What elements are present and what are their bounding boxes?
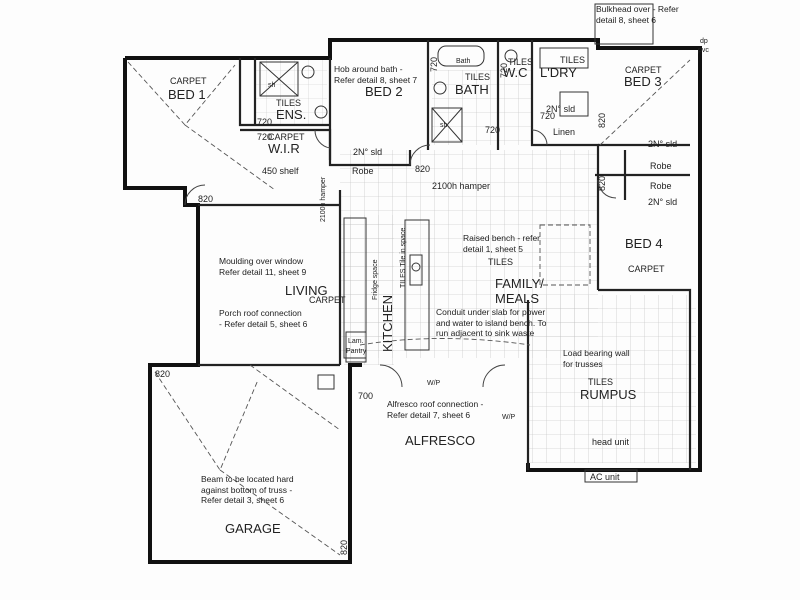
tiles-label-rumpus: TILES — [588, 377, 614, 387]
sliding-door-bed4: 2N° sld — [648, 197, 678, 207]
sliding-door-ldry: 2N° sld — [546, 104, 576, 114]
room-kitchen: KITCHEN — [380, 294, 395, 352]
ac-unit-label: AC unit — [590, 472, 620, 482]
carpet-label-living: CARPET — [309, 295, 346, 305]
tiles-label-ldry: TILES — [560, 55, 586, 65]
carpet-label-bed1: CARPET — [170, 76, 207, 86]
tiled-floor-rumpus — [528, 295, 696, 463]
robe-label-bed2: Robe — [352, 166, 374, 176]
dim-820-bed2: 820 — [415, 164, 431, 174]
door-swings — [184, 129, 617, 388]
carpet-label-bed3: CARPET — [625, 65, 662, 75]
fixtures — [259, 3, 654, 483]
bath-tub-label: Bath — [456, 58, 471, 65]
truss-lines — [127, 59, 691, 556]
interior-walls — [198, 40, 692, 470]
lam-label: Lam. — [348, 338, 364, 345]
room-wc: W.C — [503, 65, 528, 80]
dim-700-alfresco: 700 — [358, 391, 374, 401]
dim-720-wc-v: 720 — [499, 62, 509, 78]
room-meals: MEALS — [495, 291, 540, 306]
tiled-floor-ens — [255, 58, 327, 126]
room-laundry: L'DRY — [540, 65, 577, 80]
dim-820-living: 820 — [198, 194, 214, 204]
sliding-door-bed3: 2N° sld — [648, 139, 678, 149]
pvc-label: pvc — [698, 47, 709, 54]
tiles-space-label: TILES Tile in space — [400, 227, 407, 288]
wp-label-2: W/P — [502, 414, 516, 421]
note-porch: Porch roof connection- Refer detail 5, s… — [219, 308, 308, 329]
dim-720-ldry: 720 — [540, 111, 556, 121]
tiled-floor-kitchen — [344, 215, 394, 365]
head-unit-label: head unit — [592, 437, 630, 447]
sliding-door-bed2: 2N° sld — [353, 147, 383, 157]
dim-820-garage-v: 820 — [339, 539, 349, 555]
note-alfresco-roof: Alfresco roof connection -Refer detail 7… — [387, 399, 484, 420]
room-living: LIVING — [285, 283, 328, 298]
tiles-label-bath: TILES — [465, 72, 491, 82]
carpet-label-bed4: CARPET — [628, 264, 665, 274]
room-bath: BATH — [455, 82, 489, 97]
dim-820-bed4-v: 820 — [597, 175, 607, 191]
room-family: FAMILY/ — [495, 276, 544, 291]
shelf-label: 450 shelf — [262, 166, 299, 176]
room-bed-1: BED 1 — [168, 87, 206, 102]
linen-label: Linen — [553, 127, 576, 137]
note-hob: Hob around bath -Refer detail 8, sheet 7 — [334, 64, 418, 85]
room-alfresco: ALFRESCO — [405, 433, 476, 448]
room-garage: GARAGE — [225, 521, 281, 536]
pantry-label: Pantry — [346, 348, 367, 355]
carpet-label-wir: CARPET — [268, 132, 305, 142]
room-rumpus: RUMPUS — [580, 387, 637, 402]
hamper-label: 2100h hamper — [432, 181, 491, 191]
dim-820-bed3-v: 820 — [597, 112, 607, 128]
robe-label-bed4: Robe — [650, 181, 672, 191]
dim-720-ens: 720 — [257, 117, 273, 127]
room-walk-in-robe: W.I.R — [268, 141, 300, 156]
dim-820-garage: 820 — [155, 369, 171, 379]
room-ensuite: ENS. — [276, 107, 307, 122]
tiles-label-family: TILES — [488, 257, 514, 267]
dim-720-bath-v: 720 — [429, 56, 439, 72]
fridge-space-label: Fridge space — [372, 259, 379, 300]
tiles-label-wc: TILES — [508, 57, 534, 67]
dim-720-wir: 720 — [257, 132, 273, 142]
robe-label-bed3: Robe — [650, 161, 672, 171]
wp-label-1: W/P — [427, 380, 441, 387]
dim-720-bath: 720 — [485, 125, 501, 135]
room-bed-2: BED 2 — [365, 84, 403, 99]
downpipe-label: dp — [700, 38, 708, 45]
room-bed-3: BED 3 — [624, 74, 662, 89]
shower-label-ens: sh — [268, 82, 276, 89]
hamper-label-vertical: 2100h hamper — [320, 176, 327, 222]
room-bed-4: BED 4 — [625, 236, 663, 251]
tiles-label-ens: TILES — [276, 98, 302, 108]
shower-label-bath: sh — [440, 122, 448, 129]
